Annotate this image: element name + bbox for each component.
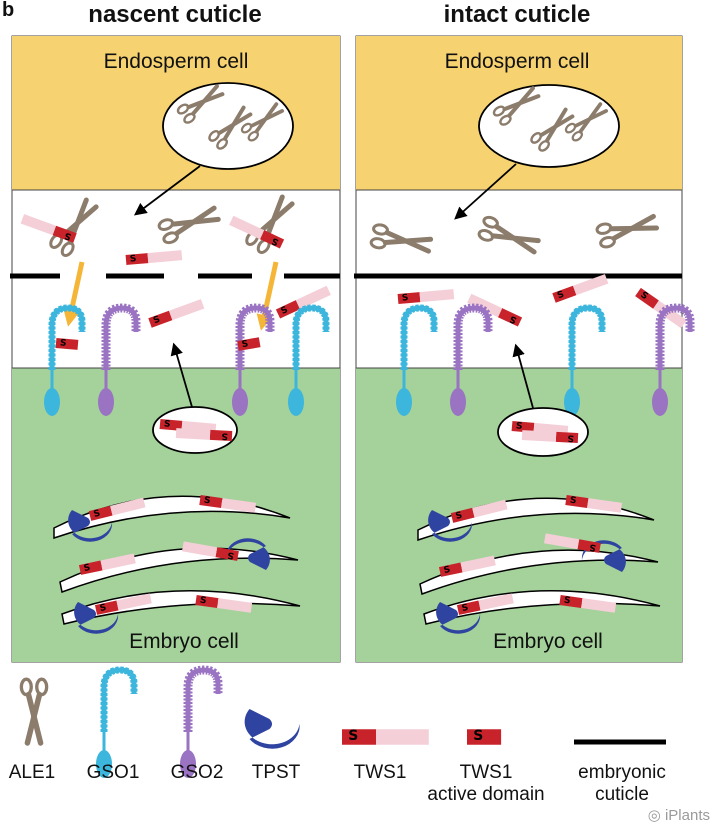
legend-label-gso1: GSO1	[87, 762, 140, 783]
secretion-arrow	[133, 165, 201, 216]
legend-label-tws1-active-2: active domain	[427, 784, 544, 805]
endosperm-label: Endosperm cell	[445, 50, 590, 73]
panel-intact: Endosperm cell	[354, 35, 690, 663]
legend-label-tws1: TWS1	[354, 762, 407, 783]
legend-label-cuticle-1: embryonic	[578, 762, 666, 783]
legend-label-ale1: ALE1	[9, 762, 55, 783]
legend-tpst-icon	[244, 709, 300, 749]
secretion-arrow	[512, 343, 534, 409]
legend: ALE1 GSO1 GSO2 TPST TWS1 TWS1 active dom…	[9, 670, 666, 805]
legend-label-tpst: TPST	[252, 762, 301, 783]
cleavage-arrow	[63, 261, 85, 327]
er-band	[61, 590, 301, 625]
er-band	[419, 549, 659, 596]
er-band	[59, 547, 299, 594]
legend-tws1-active-icon	[467, 728, 502, 745]
legend-label-tws1-active-1: TWS1	[460, 762, 513, 783]
ale1-vesicle	[478, 84, 620, 168]
legend-label-cuticle-2: cuticle	[595, 784, 649, 805]
watermark: ◎ iPlants	[648, 806, 710, 824]
secretion-arrow	[454, 163, 517, 220]
tws1-active-icon	[55, 338, 79, 350]
legend-tws1-peptide-icon	[342, 728, 429, 745]
embryo-label: Embryo cell	[129, 630, 239, 653]
secretion-arrow	[170, 342, 193, 408]
panel-letter: b	[2, 0, 14, 21]
wechat-icon: ◎	[647, 807, 661, 824]
legend-label-gso2: GSO2	[171, 762, 224, 783]
panel-nascent: Endosperm cell	[10, 35, 341, 663]
embryo-label: Embryo cell	[493, 630, 603, 653]
er-band	[423, 590, 661, 625]
watermark-text: iPlants	[664, 807, 710, 824]
panel-title-nascent: nascent cuticle	[88, 1, 261, 28]
panel-title-intact: intact cuticle	[444, 1, 591, 28]
legend-ale1-scissors-icon	[21, 679, 46, 743]
endosperm-label: Endosperm cell	[104, 50, 249, 73]
